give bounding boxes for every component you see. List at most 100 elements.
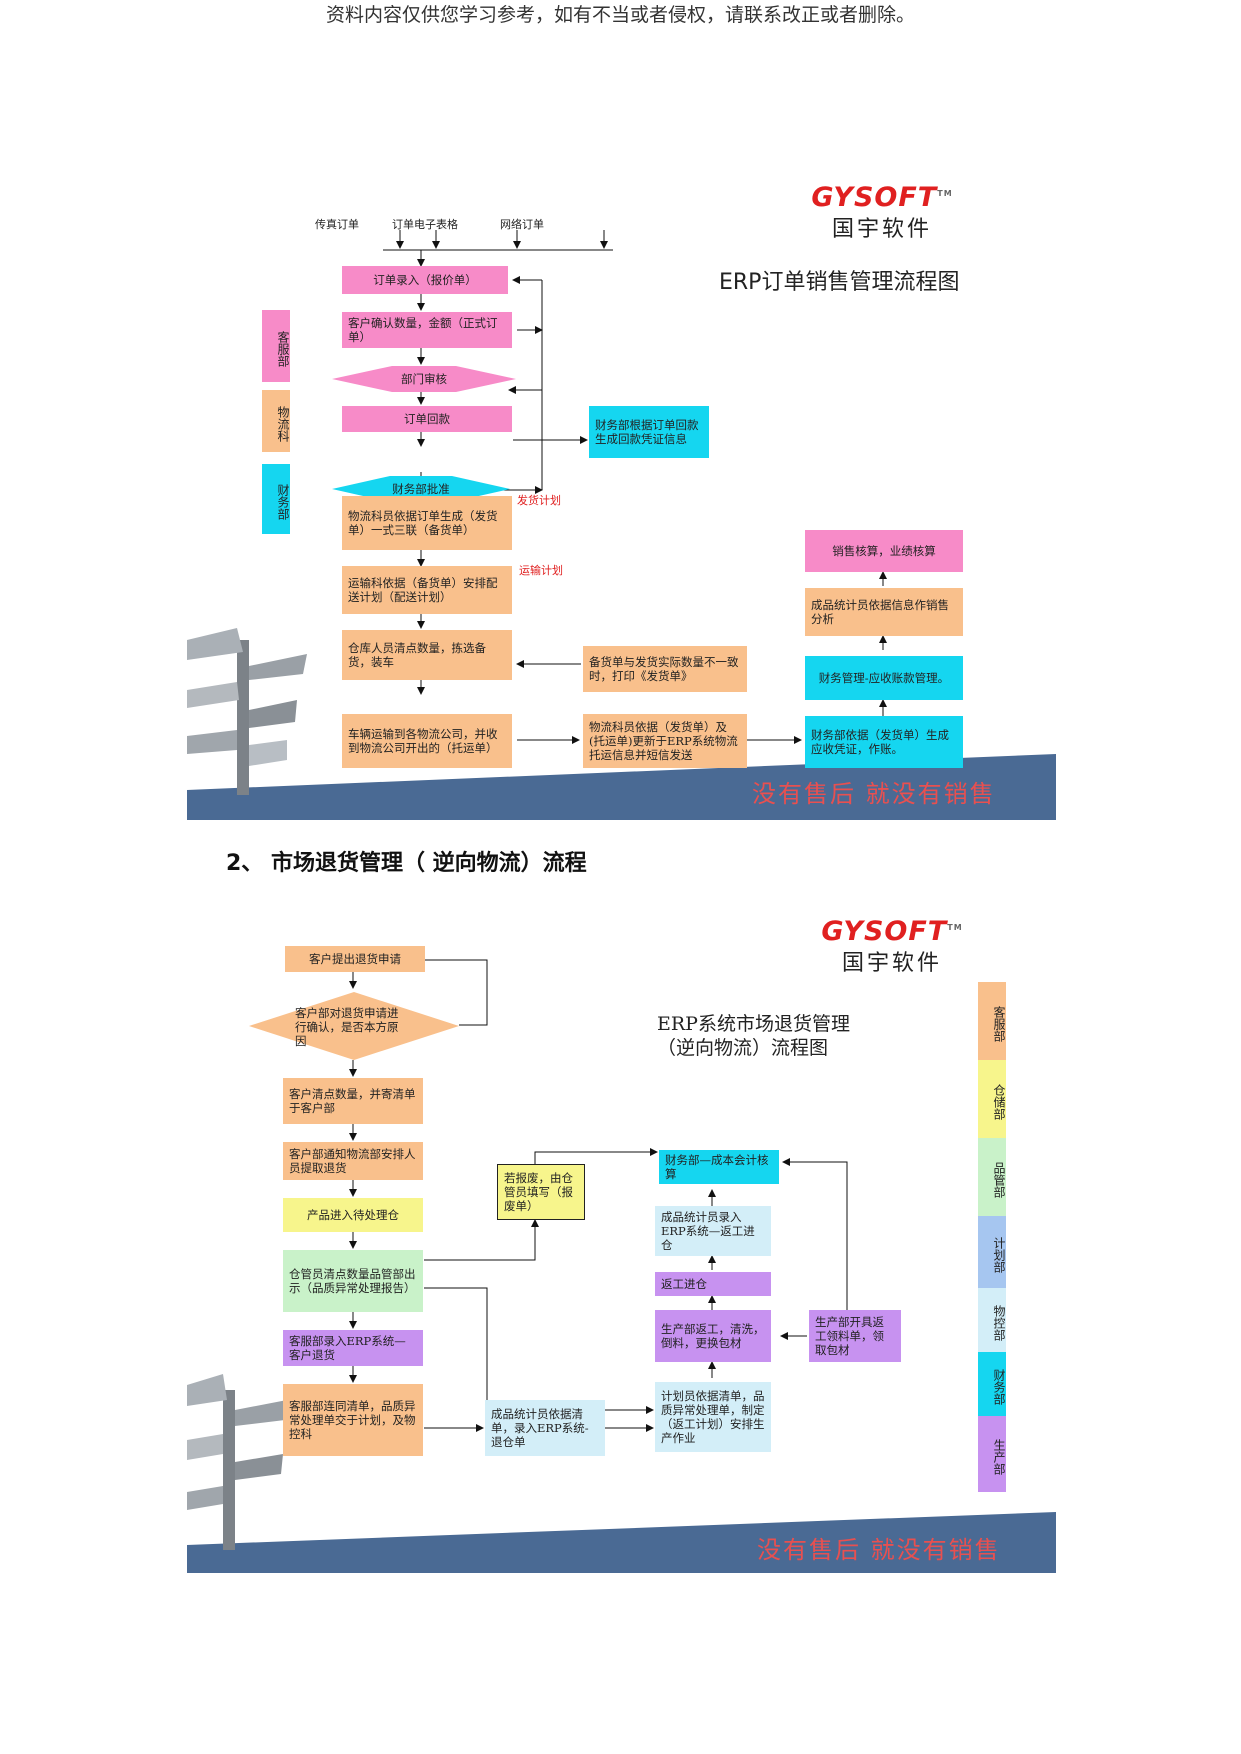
section-2-title: 2、 市场退货管理（ 逆向物流）流程 <box>226 851 587 876</box>
step-vehicle-label: 车辆运输到各物流公司，并收到物流公司开出的（托运单） <box>348 727 498 755</box>
ret-count-label: 客户清点数量，并寄清单于客户部 <box>289 1087 416 1115</box>
step-transport: 运输科依据（备货单）安排配送计划（配送计划） <box>342 566 512 614</box>
ret-cost-label: 财务部—成本会计核算 <box>665 1153 769 1181</box>
dept2-finance: 财务部 <box>978 1352 1006 1416</box>
step-stats-analysis-label: 成品统计员依据信息作销售分析 <box>811 598 949 626</box>
ret-notify: 客户部通知物流部安排人员提取退货 <box>283 1142 423 1180</box>
step-order-entry-label: 订单录入（报价单） <box>373 273 477 287</box>
ret-to-warehouse: 产品进入待处理仓 <box>283 1198 423 1232</box>
logo-tm-2: TM <box>947 923 963 932</box>
dept2-production: 生产部 <box>978 1416 1006 1492</box>
decision-dept-review-label: 部门审核 <box>401 372 447 386</box>
return-flowchart-lines <box>187 956 1056 1573</box>
ret-rework-label: 生产部返工，清洗，倒料，更换包材 <box>661 1322 765 1350</box>
step-update-erp: 物流科员依据（发货单）及(托运单)更新于ERP系统物流托运信息并短信发送 <box>583 714 747 768</box>
ret-request-label: 客户提出退货申请 <box>309 952 401 966</box>
step-mismatch: 备货单与发货实际数量不一致时，打印《发货单》 <box>583 646 747 692</box>
bottom-band <box>187 754 1056 820</box>
step-logistics-generate-label: 物流科员依据订单生成（发货单）一式三联（备货单） <box>348 509 498 537</box>
ret-handover: 客服部连同清单，品质异常处理单交于计划，及物控科 <box>283 1384 423 1456</box>
return-flowchart-panel: GYSOFTTM 国宇软件 ERP系统市场退货管理 （逆向物流）流程图 客服部 … <box>187 900 1056 1573</box>
step-payment-label: 订单回款 <box>404 412 450 426</box>
dept-customer-service: 客服部 <box>262 310 290 382</box>
dept2-storage: 仓储部 <box>978 1060 1006 1138</box>
input-spreadsheet: 订单电子表格 <box>392 218 458 231</box>
dept2-planning: 计划部 <box>978 1216 1006 1288</box>
step-warehouse-label: 仓库人员清点数量，拣选备货，装车 <box>348 641 486 669</box>
step-update-erp-label: 物流科员依据（发货单）及(托运单)更新于ERP系统物流托运信息并短信发送 <box>589 720 738 762</box>
ret-handover-label: 客服部连同清单，品质异常处理单交于计划，及物控科 <box>289 1399 416 1441</box>
signpost-image <box>187 628 307 795</box>
chart2-title-line2: （逆向物流）流程图 <box>657 1037 829 1059</box>
ret-decision-confirm-label: 客户部对退货申请进行确认，是否本方原因 <box>295 1006 399 1048</box>
signpost-image-2 <box>187 1374 287 1550</box>
decision-finance-approve <box>332 476 510 502</box>
ret-request: 客户提出退货申请 <box>285 946 425 972</box>
step-logistics-generate: 物流科员依据订单生成（发货单）一式三联（备货单） <box>342 496 512 550</box>
ret-stats-rework: 成品统计员录入ERP系统—返工进仓 <box>655 1206 771 1256</box>
step-ar-management-label: 财务管理-应收账款管理。 <box>818 671 950 685</box>
ret-scrap: 若报废，由仓管员填写（报废单） <box>497 1164 585 1220</box>
ret-stats-rework-label: 成品统计员录入ERP系统—返工进仓 <box>661 1210 755 1252</box>
step-warehouse: 仓库人员清点数量，拣选备货，装车 <box>342 630 512 680</box>
slogan-1: 没有售后 就没有销售 <box>752 780 996 808</box>
ret-inspect: 仓管员清点数量品管部出示（品质异常处理报告） <box>283 1250 423 1312</box>
logo-company-2: 国宇软件 <box>841 951 942 976</box>
ret-notify-label: 客户部通知物流部安排人员提取退货 <box>289 1147 416 1175</box>
ret-to-warehouse-label: 产品进入待处理仓 <box>307 1208 399 1222</box>
decision-finance-approve-label: 财务部批准 <box>392 482 450 496</box>
dept2-customer-service: 客服部 <box>978 982 1006 1060</box>
ret-decision-confirm <box>249 992 459 1060</box>
logo-tm: TM <box>937 189 953 198</box>
logo-brand: GYSOFT <box>811 182 938 213</box>
ret-cost: 财务部—成本会计核算 <box>659 1150 779 1184</box>
step-sales-accounting-label: 销售核算，业绩核算 <box>832 544 936 558</box>
step-customer-confirm-label: 客户确认数量，金额（正式订单） <box>348 316 498 344</box>
step-sales-accounting: 销售核算，业绩核算 <box>805 530 963 572</box>
dept2-material-control: 物控部 <box>978 1288 1006 1352</box>
logo-company: 国宇软件 <box>831 217 932 242</box>
decision-dept-review <box>332 366 516 392</box>
note-transport-plan: 运输计划 <box>519 564 563 577</box>
dept-logistics: 物流科 <box>262 390 290 452</box>
chart2-title-line1: ERP系统市场退货管理 <box>657 1013 850 1035</box>
ret-erp-return-label: 客服部录入ERP系统—客户退货 <box>289 1334 406 1362</box>
step-mismatch-label: 备货单与发货实际数量不一致时，打印《发货单》 <box>589 655 739 683</box>
ret-plan-label: 计划员依据清单，品质异常处理单，制定（返工计划）安排生产作业 <box>661 1389 765 1445</box>
dept2-quality: 品管部 <box>978 1138 1006 1216</box>
ret-issue-material: 生产部开具返工领料单，领取包材 <box>809 1310 901 1362</box>
gysoft-logo-2: GYSOFTTM 国宇软件 <box>817 916 967 977</box>
ret-count: 客户清点数量，并寄清单于客户部 <box>283 1078 423 1124</box>
header-note: 资料内容仅供您学习参考，如有不当或者侵权，请联系改正或者删除。 <box>325 4 915 26</box>
step-order-entry: 订单录入（报价单） <box>342 266 508 294</box>
chart2-title: ERP系统市场退货管理 （逆向物流）流程图 <box>657 1012 850 1060</box>
step-finance-voucher: 财务部根据订单回款生成回款凭证信息 <box>589 406 709 458</box>
ret-rework-in-label: 返工进仓 <box>661 1277 707 1291</box>
step-finance-receivable: 财务部依据（发货单）生成应收凭证，作账。 <box>805 716 963 768</box>
dept-finance: 财务部 <box>262 464 290 534</box>
ret-issue-material-label: 生产部开具返工领料单，领取包材 <box>815 1315 884 1357</box>
ret-stats-return: 成品统计员依据清单，录入ERP系统-退仓单 <box>485 1400 605 1456</box>
step-payment: 订单回款 <box>342 406 512 432</box>
step-stats-analysis: 成品统计员依据信息作销售分析 <box>805 588 963 636</box>
ret-plan: 计划员依据清单，品质异常处理单，制定（返工计划）安排生产作业 <box>655 1382 771 1452</box>
ret-inspect-label: 仓管员清点数量品管部出示（品质异常处理报告） <box>289 1267 416 1295</box>
step-finance-receivable-label: 财务部依据（发货单）生成应收凭证，作账。 <box>811 728 949 756</box>
ret-erp-return: 客服部录入ERP系统—客户退货 <box>283 1330 423 1366</box>
step-vehicle: 车辆运输到各物流公司，并收到物流公司开出的（托运单） <box>342 714 512 768</box>
logo-brand-2: GYSOFT <box>821 916 948 947</box>
chart1-title: ERP订单销售管理流程图 <box>719 270 960 295</box>
step-customer-confirm: 客户确认数量，金额（正式订单） <box>342 312 512 348</box>
step-finance-voucher-label: 财务部根据订单回款生成回款凭证信息 <box>595 418 699 446</box>
bottom-band-2 <box>187 1512 1056 1573</box>
gysoft-logo: GYSOFTTM 国宇软件 <box>807 182 957 243</box>
input-web: 网络订单 <box>500 218 544 231</box>
input-fax: 传真订单 <box>315 218 359 231</box>
ret-rework: 生产部返工，清洗，倒料，更换包材 <box>655 1310 771 1362</box>
ret-stats-return-label: 成品统计员依据清单，录入ERP系统-退仓单 <box>491 1407 589 1449</box>
order-flowchart-panel: GYSOFTTM 国宇软件 ERP订单销售管理流程图 传真订单 订单电子表格 网… <box>187 170 1056 820</box>
ret-scrap-label: 若报废，由仓管员填写（报废单） <box>504 1171 573 1213</box>
note-ship-plan: 发货计划 <box>517 494 561 507</box>
slogan-2: 没有售后 就没有销售 <box>757 1536 1001 1564</box>
step-transport-label: 运输科依据（备货单）安排配送计划（配送计划） <box>348 576 498 604</box>
